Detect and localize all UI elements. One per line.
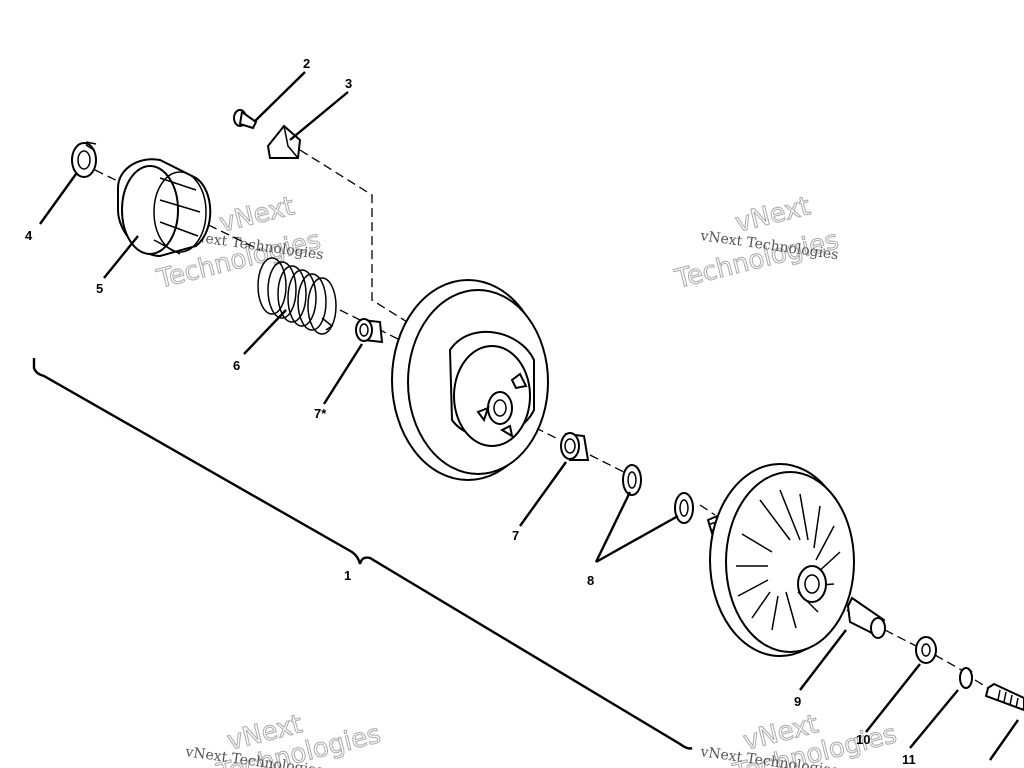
watermark-bottom-right: vNext Technologies vNext Technologies: [698, 709, 900, 768]
watermark-top-right: vNext Technologies vNext Technologies: [671, 191, 842, 296]
callout-9: 9: [794, 694, 801, 709]
fixed-sheave: [706, 463, 855, 657]
callout-6: 6: [233, 358, 240, 373]
screw-axis: [299, 149, 421, 331]
bolt-right: [984, 682, 1024, 712]
spring-part-6: [257, 257, 337, 335]
cam-part-5: [117, 158, 212, 258]
callout-10: 10: [856, 732, 870, 747]
moveable-sheave: [391, 279, 549, 481]
callout-7-star: 7*: [314, 406, 327, 421]
washer-part-10: [915, 636, 937, 664]
washers-part-8: [622, 464, 694, 524]
weight-part-3: [266, 124, 302, 159]
callout-5: 5: [96, 281, 103, 296]
callout-7: 7: [512, 528, 519, 543]
callout-2: 2: [303, 56, 310, 71]
bushing-part-7: [560, 432, 590, 461]
assembly-bracket: [32, 358, 693, 750]
lock-washer-part-11: [959, 667, 973, 689]
callout-1: 1: [344, 568, 351, 583]
callout-4: 4: [25, 228, 33, 243]
bushing-part-7-star: [355, 318, 384, 344]
bolt-part-2: [233, 109, 258, 130]
leader-lines: [39, 71, 1019, 761]
svg-text:vNext: vNext: [732, 191, 813, 238]
callout-3: 3: [345, 76, 352, 91]
svg-text:vNext: vNext: [216, 191, 297, 238]
callout-11: 11: [902, 752, 916, 767]
retaining-ring-part-4: [71, 141, 97, 178]
watermark-bottom-left: vNext Technologies vNext Technologies: [183, 709, 384, 768]
spacer-part-9: [846, 596, 886, 639]
callout-8: 8: [587, 573, 594, 588]
